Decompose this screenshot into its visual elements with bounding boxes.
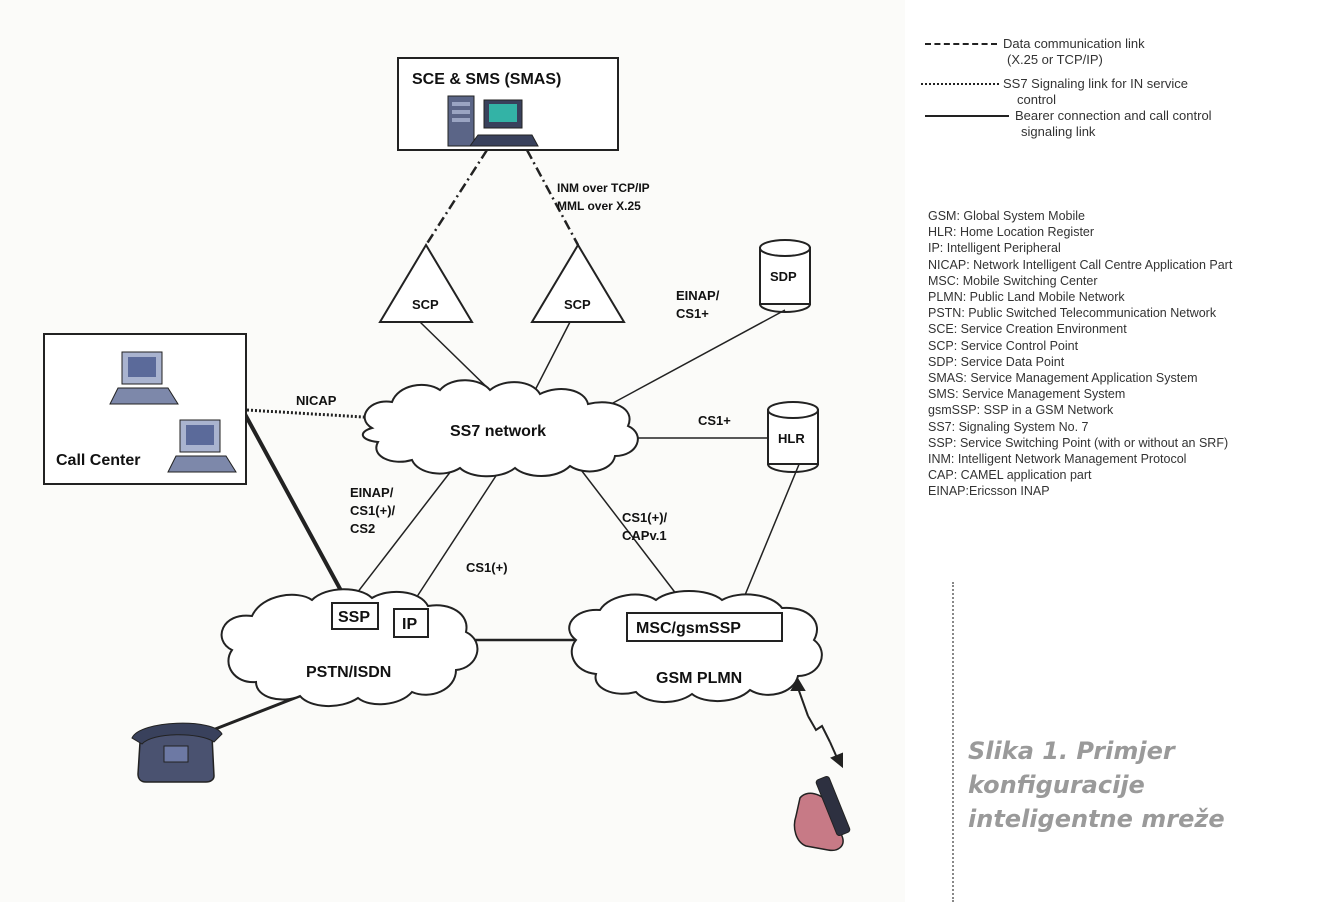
sdp-ss7-link — [599, 309, 786, 411]
smas-scp-right-link — [525, 149, 580, 246]
einap-cs1plus-label-2: CS1+ — [676, 306, 709, 321]
abbreviation-item: SCE: Service Creation Environment — [928, 322, 1127, 337]
workstation-icon — [469, 99, 539, 147]
legend-bearer-link-sub: signaling link — [1021, 124, 1096, 139]
hlr-node — [767, 401, 819, 473]
abbreviation-item: SMS: Service Management System — [928, 387, 1126, 402]
radio-link-icon — [790, 678, 843, 769]
nicap-label: NICAP — [296, 393, 337, 408]
smas-scp-left-link — [424, 149, 489, 246]
abbreviation-item: MSC: Mobile Switching Center — [928, 273, 1098, 288]
abbreviation-item: IP: Intelligent Peripheral — [928, 241, 1061, 256]
ip-label: IP — [402, 616, 417, 633]
legend-data-link-label: Data communication link — [1003, 36, 1145, 51]
abbreviation-item: SSP: Service Switching Point (with or wi… — [928, 435, 1229, 450]
ss7-label: SS7 network — [450, 423, 546, 440]
ss7-cloud — [362, 379, 639, 478]
scp-right-label: SCP — [564, 297, 591, 312]
hlr-label: HLR — [778, 431, 805, 446]
diagram-panel: SCE & SMS (SMAS) INM over TCP/IP MML ove… — [43, 57, 851, 852]
ip-node — [393, 608, 429, 638]
hlr-msc-link — [737, 461, 801, 613]
call-center-label: Call Center — [56, 452, 140, 469]
legend-bearer-link-label: Bearer connection and call control — [1015, 108, 1212, 123]
smas-box-title: SCE & SMS (SMAS) — [412, 71, 561, 88]
network-diagram: SCE & SMS (SMAS) INM over TCP/IP MML ove… — [43, 57, 851, 852]
caption-divider — [952, 582, 954, 902]
abbreviation-item: SS7: Signaling System No. 7 — [928, 419, 1089, 434]
call-center-pc-icon-1 — [109, 351, 179, 405]
scp-left-label: SCP — [412, 297, 439, 312]
cs1p-label: CS1(+) — [466, 560, 508, 575]
mobile-phone-icon — [793, 775, 851, 852]
abbreviation-item: SDP: Service Data Point — [928, 354, 1065, 369]
scp-right-node — [530, 243, 626, 323]
legend-data-link: Data communication link (X.25 or TCP/IP) — [915, 36, 1320, 84]
dashed-line-swatch — [925, 43, 997, 45]
callcenter-pstn-link — [238, 404, 347, 599]
dotted-line-swatch — [921, 83, 999, 85]
ss7-msc-link — [574, 461, 691, 613]
abbreviation-item: CAP: CAMEL application part — [928, 468, 1092, 483]
pstn-label: PSTN/ISDN — [306, 664, 391, 681]
einap-cs2-label-1: EINAP/ — [350, 485, 394, 500]
nicap-link — [246, 408, 381, 420]
legend-data-link-sub: (X.25 or TCP/IP) — [1007, 52, 1103, 67]
cs1plus-label: CS1+ — [698, 413, 731, 428]
gsm-label: GSM PLMN — [656, 670, 742, 687]
msc-gsmssp-node — [626, 612, 783, 642]
call-center-pc-icon-2 — [167, 419, 237, 473]
abbreviation-item: EINAP:Ericsson INAP — [928, 484, 1050, 499]
figure-caption: Slika 1. Primjer konfiguracije inteligen… — [968, 737, 1225, 833]
abbreviation-item: INM: Intelligent Network Management Prot… — [928, 452, 1187, 467]
pstn-phone-link — [199, 692, 306, 737]
einap-cs1plus-label-1: EINAP/ — [676, 288, 720, 303]
mml-label: MML over X.25 — [557, 199, 641, 213]
scp-right-ss7-link — [529, 321, 571, 401]
abbreviation-item: HLR: Home Location Register — [928, 225, 1095, 240]
legend: Data communication link (X.25 or TCP/IP)… — [915, 36, 1320, 156]
sdp-node — [759, 239, 811, 313]
solid-line-swatch — [925, 115, 1009, 117]
abbreviation-item: SMAS: Service Management Application Sys… — [928, 371, 1198, 386]
abbreviation-item: NICAP: Network Intelligent Call Centre A… — [928, 257, 1233, 272]
scp-left-node — [378, 243, 474, 323]
sdp-label: SDP — [770, 269, 797, 284]
telephone-icon — [131, 722, 223, 783]
einap-cs2-label-3: CS2 — [350, 521, 375, 536]
abbreviation-item: gsmSSP: SSP in a GSM Network — [928, 403, 1114, 418]
legend-bearer-link: Bearer connection and call control signa… — [915, 108, 1320, 156]
legend-ss7-link-sub: control — [1017, 92, 1057, 107]
ss7-ssp-link — [339, 461, 459, 616]
cap-label-2: CAPv.1 — [622, 528, 667, 543]
ss7-ip-link — [404, 461, 506, 616]
abbreviation-item: SCP: Service Control Point — [928, 338, 1079, 353]
inm-label: INM over TCP/IP — [557, 181, 650, 195]
legend-ss7-link-label: SS7 Signaling link for IN service — [1003, 76, 1188, 91]
abbreviation-item: GSM: Global System Mobile — [928, 209, 1085, 223]
server-icon — [447, 95, 475, 147]
abbreviation-item: PSTN: Public Switched Telecommunication … — [928, 306, 1217, 321]
abbreviation-list: GSM: Global System Mobile HLR: Home Loca… — [928, 208, 1323, 500]
einap-cs2-label-2: CS1(+)/ — [350, 503, 396, 518]
ssp-label: SSP — [338, 609, 370, 626]
abbreviation-item: PLMN: Public Land Mobile Network — [928, 290, 1125, 305]
ssp-node — [331, 602, 379, 630]
cap-label-1: CS1(+)/ — [622, 510, 668, 525]
msc-label: MSC/gsmSSP — [636, 620, 741, 637]
legend-ss7-link: SS7 Signaling link for IN service contro… — [915, 76, 1320, 124]
